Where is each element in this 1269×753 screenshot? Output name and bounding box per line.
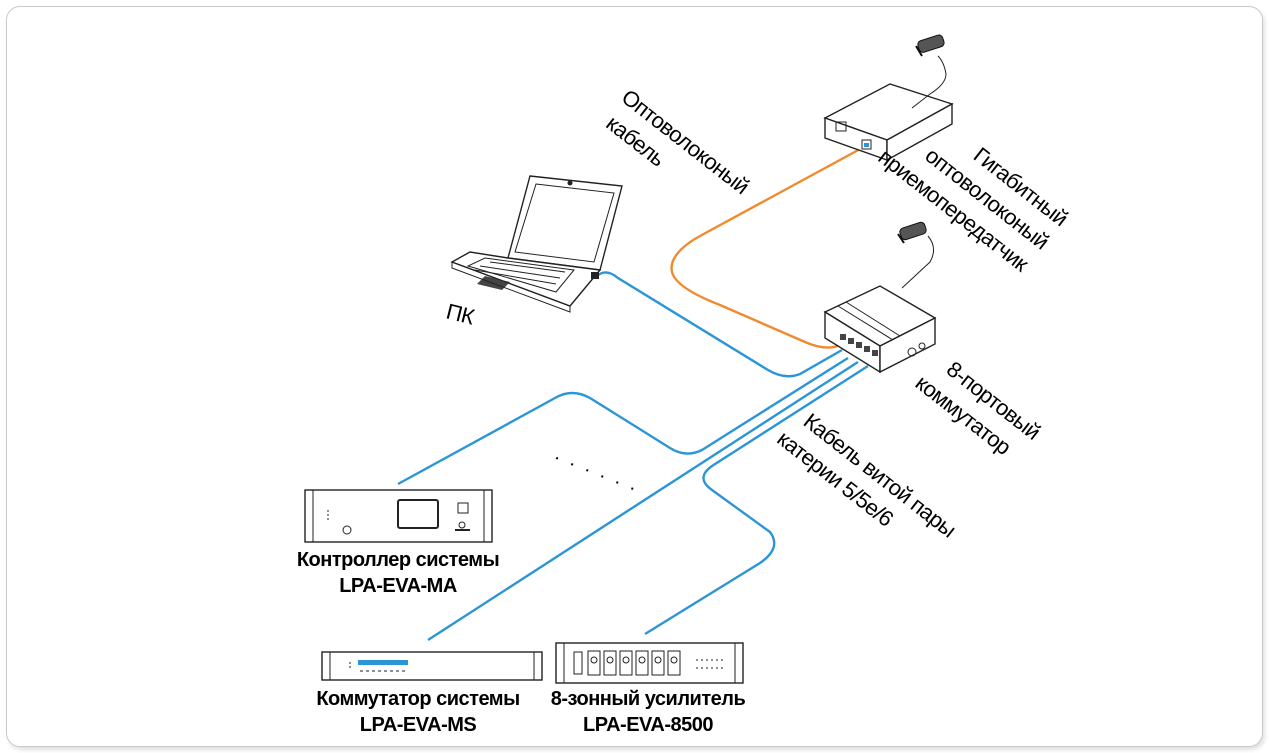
controller-cable (397, 356, 849, 486)
matrix-cable (427, 360, 859, 642)
laptop-icon (450, 175, 623, 313)
rack-controller-icon (304, 489, 493, 543)
amplifier-label-model: LPA-EVA-8500 (583, 714, 713, 736)
rack-matrix-icon (321, 651, 543, 681)
pc-cable (596, 271, 843, 378)
switch-label: 8-портовый коммутатор (911, 356, 1045, 460)
power-adapter-icon (911, 34, 947, 109)
amplifier-cable (644, 364, 869, 636)
diagram-frame (6, 6, 1263, 747)
matrix-label-model: LPA-EVA-MS (360, 714, 477, 736)
twisted-pair-label: Кабель витой пары катерии 5/5е/6 (773, 408, 961, 542)
rack-amplifier-icon (555, 642, 744, 684)
fiber-cable-label: Оптоволоконый кабель (602, 84, 754, 199)
network-switch-icon (823, 285, 937, 374)
fiber-transceiver-icon (823, 83, 954, 162)
pc-label: ПК (444, 299, 477, 330)
controller-label-name: Контроллер системы (297, 549, 499, 571)
fiber-cable (670, 146, 863, 349)
controller-label-model: LPA-EVA-MA (339, 575, 457, 597)
power-adapter-icon (897, 221, 934, 289)
matrix-label-name: Коммутатор системы (316, 688, 519, 710)
more-devices-dots: · · · · · · (550, 446, 641, 500)
amplifier-label-name: 8-зонный усилитель (551, 688, 746, 710)
